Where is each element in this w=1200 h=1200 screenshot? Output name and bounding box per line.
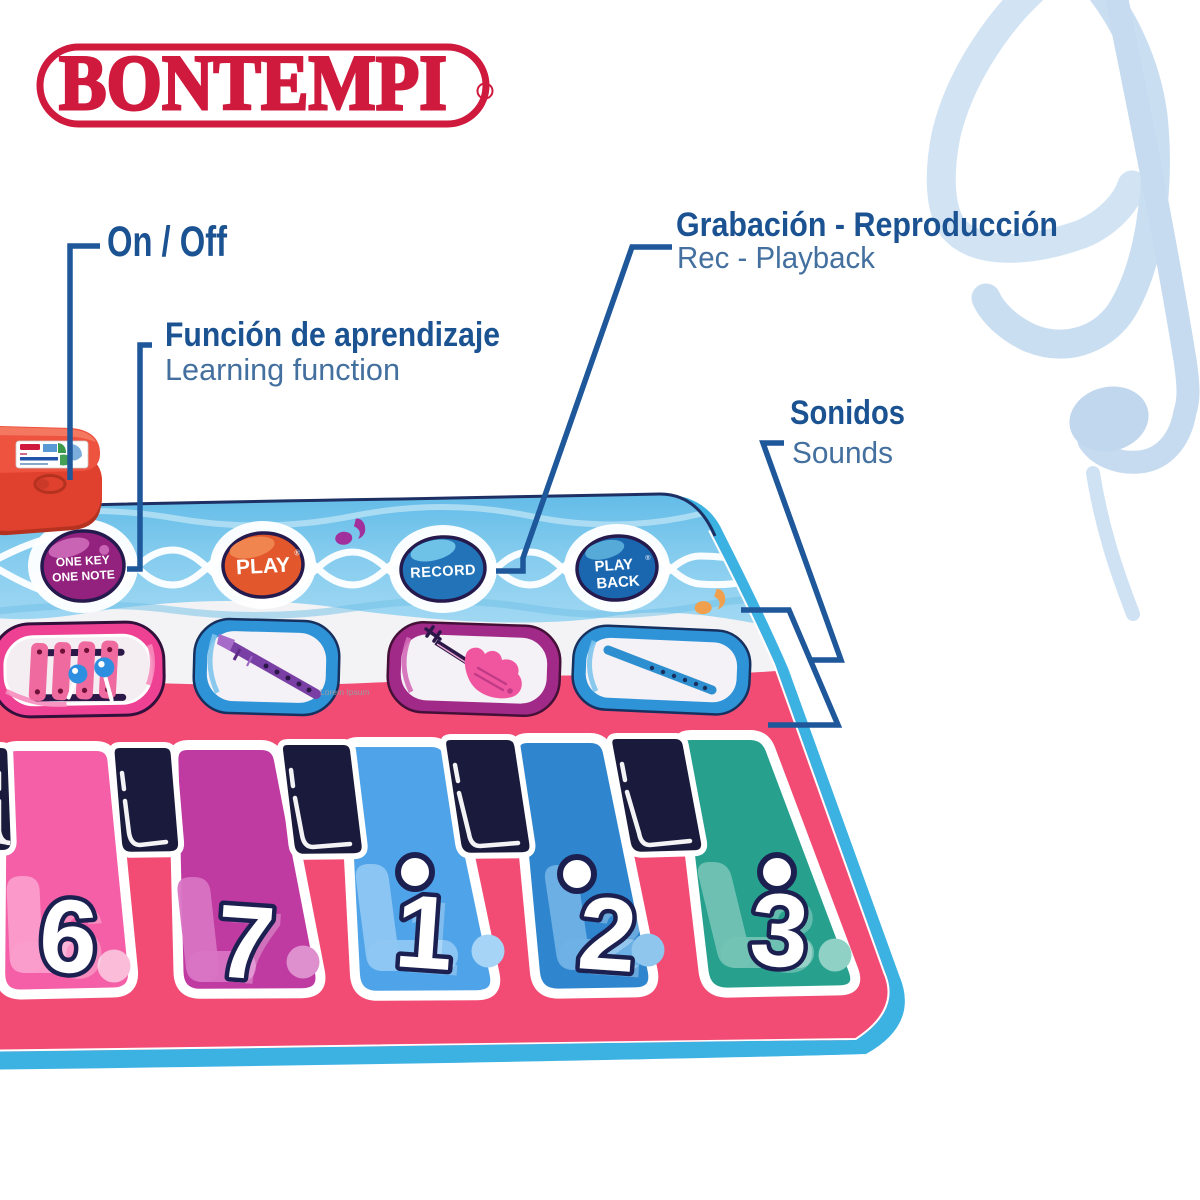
svg-text:2: 2 (583, 881, 649, 1001)
svg-text:Sonidos: Sonidos (790, 394, 905, 432)
svg-text:3: 3 (755, 877, 821, 997)
svg-text:PLAY: PLAY (235, 554, 290, 580)
svg-text:ONE NOTE: ONE NOTE (52, 567, 115, 584)
svg-text:Función de aprendizaje: Función de aprendizaje (165, 316, 500, 354)
svg-text:PLAY: PLAY (594, 556, 634, 576)
svg-text:1: 1 (400, 879, 466, 999)
svg-text:R: R (482, 87, 489, 97)
svg-text:®: ® (645, 554, 652, 562)
svg-text:7: 7 (213, 883, 279, 1003)
svg-text:2: 2 (575, 875, 641, 995)
svg-text:Rec - Playback: Rec - Playback (677, 240, 875, 275)
svg-text:7: 7 (221, 889, 287, 1009)
svg-text:®: ® (294, 548, 300, 557)
svg-text:RECORD: RECORD (410, 562, 477, 581)
svg-text:Lorem Ipsum: Lorem Ipsum (320, 687, 370, 697)
svg-text:BACK: BACK (596, 572, 641, 592)
svg-text:1: 1 (392, 873, 458, 993)
svg-text:Sounds: Sounds (792, 435, 893, 470)
svg-text:Learning function: Learning function (165, 352, 400, 387)
svg-text:3: 3 (747, 871, 813, 991)
svg-text:6: 6 (36, 877, 102, 997)
svg-text:6: 6 (44, 883, 110, 1003)
svg-text:Grabación - Reproducción: Grabación - Reproducción (676, 206, 1058, 244)
svg-text:BONTEMPI: BONTEMPI (59, 38, 447, 126)
svg-text:On / Off: On / Off (107, 218, 228, 266)
svg-text:ONE KEY: ONE KEY (55, 553, 110, 570)
